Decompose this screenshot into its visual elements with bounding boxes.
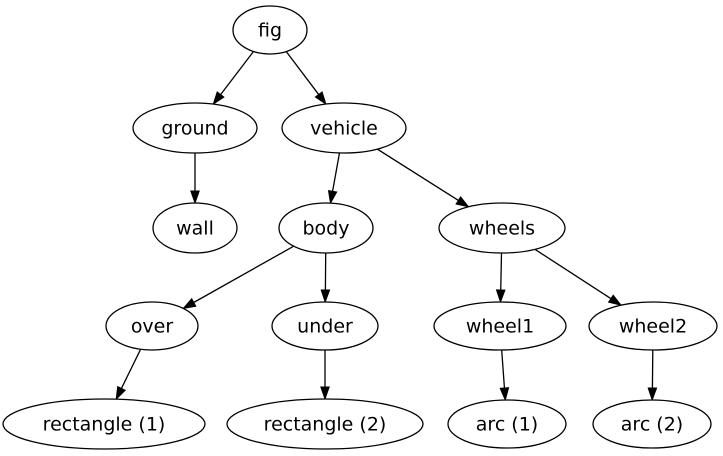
edge-vehicle-body [331, 152, 341, 193]
node-ellipse-arc1 [447, 399, 567, 449]
node-label-body: body [303, 218, 350, 240]
edge-wheels-wheel2 [534, 248, 613, 300]
node-ellipse-rect1 [2, 398, 206, 450]
edge-fig-vehicle [285, 51, 320, 96]
arrowhead-fig-vehicle [314, 91, 327, 106]
node-label-arc2: arc (2) [621, 414, 683, 436]
node-ellipse-wheels [438, 202, 566, 254]
node-label-rect1: rectangle (1) [43, 414, 166, 436]
node-label-wheels: wheels [469, 218, 535, 240]
node-label-vehicle: vehicle [310, 118, 378, 140]
arrowhead-vehicle-body [327, 189, 338, 205]
arrowhead-wheel1-arc1 [499, 387, 510, 402]
node-label-wall: wall [176, 218, 214, 240]
node-ellipse-wheel2 [588, 301, 718, 351]
arrowhead-vehicle-wheels [455, 196, 470, 208]
arrowhead-wheels-wheel2 [607, 294, 623, 307]
node-label-under: under [297, 316, 353, 338]
arrowhead-body-under [320, 289, 331, 304]
edges-layer [115, 51, 658, 402]
arrowhead-wheel2-arc2 [647, 387, 658, 402]
node-ellipse-ground [132, 102, 258, 154]
node-ellipse-fig [232, 5, 308, 55]
node-label-wheel1: wheel1 [466, 316, 534, 338]
node-ellipse-body [278, 202, 374, 254]
node-ellipse-over [105, 301, 199, 351]
node-ellipse-wheel1 [433, 301, 567, 351]
edge-wheel1-arc1 [501, 349, 506, 390]
edge-vehicle-wheels [376, 148, 460, 202]
node-label-over: over [131, 316, 174, 338]
arrowhead-under-rect2 [320, 386, 330, 401]
arrowhead-over-rect1 [115, 385, 127, 401]
node-ellipse-vehicle [281, 102, 407, 154]
edge-wheels-wheel1 [500, 252, 503, 292]
node-ellipse-under [271, 301, 379, 351]
node-label-fig: fig [258, 20, 282, 42]
node-label-ground: ground [161, 118, 228, 140]
nodes-layer: fig ground vehicle wall body wheels over under w… [2, 5, 718, 450]
arrowhead-wheels-wheel1 [495, 289, 506, 304]
node-ellipse-arc2 [592, 399, 712, 449]
edge-over-rect1 [120, 349, 142, 390]
node-label-arc1: arc (1) [476, 414, 538, 436]
node-ellipse-wall [152, 202, 238, 254]
node-ellipse-rect2 [226, 398, 424, 450]
arrowhead-fig-ground [212, 91, 225, 106]
edge-body-over [192, 245, 295, 304]
edge-fig-ground [219, 51, 255, 96]
node-label-rect2: rectangle (2) [264, 414, 387, 436]
arrowhead-ground-wall [190, 190, 200, 205]
arrowhead-body-over [181, 297, 197, 310]
node-label-wheel2: wheel2 [619, 316, 687, 338]
